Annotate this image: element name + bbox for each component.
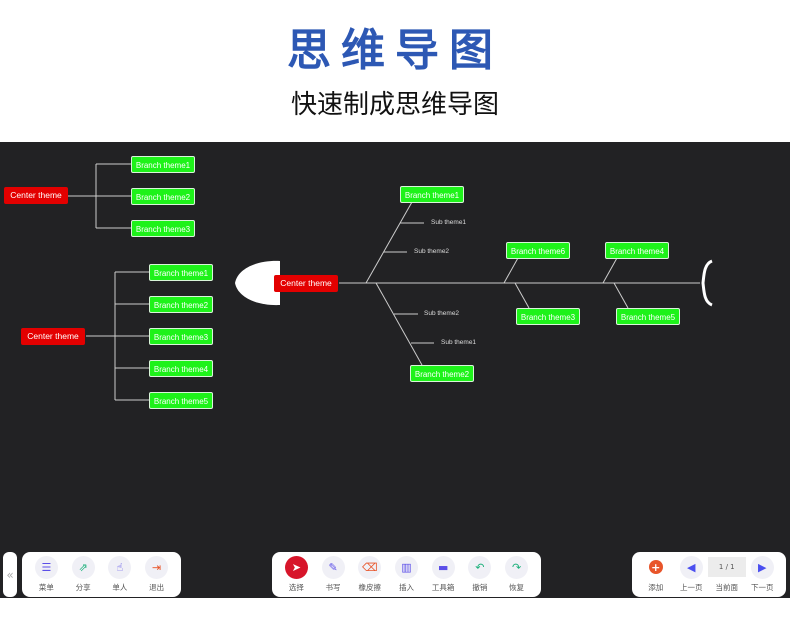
pen-icon: ✎ [321, 556, 345, 579]
branch-node[interactable]: Branch theme3 [516, 308, 580, 325]
insert-button[interactable]: ▥插入 [389, 556, 423, 593]
branch-node[interactable]: Branch theme1 [131, 156, 195, 173]
add-icon: + [648, 560, 663, 574]
pen-button[interactable]: ✎书写 [316, 556, 350, 593]
branch-node[interactable]: Branch theme4 [149, 360, 213, 377]
single-user-button[interactable]: ☝单人 [103, 556, 137, 593]
branch-node[interactable]: Branch theme6 [506, 242, 570, 259]
branch-node[interactable]: Branch theme3 [149, 328, 213, 345]
left-toolbar: ☰菜单 ⇗分享 ☝单人 ⇥退出 [22, 552, 181, 597]
collapse-toolbar-button[interactable]: « [3, 552, 17, 597]
branch-node[interactable]: Branch theme2 [410, 365, 474, 382]
sub-node[interactable]: Sub theme1 [431, 219, 467, 226]
branch-node[interactable]: Branch theme5 [149, 392, 213, 409]
share-button[interactable]: ⇗分享 [66, 556, 100, 593]
toolbox-icon: ▬ [431, 556, 455, 579]
center-node[interactable]: Center theme [274, 275, 338, 292]
prev-page-button[interactable]: ◀上一页 [674, 556, 708, 593]
eraser-button[interactable]: ⌫橡皮擦 [353, 556, 387, 593]
fish-head [235, 260, 280, 306]
connector-lines [67, 163, 713, 401]
sub-node[interactable]: Sub theme2 [424, 310, 460, 317]
branch-node[interactable]: Branch theme2 [149, 296, 213, 313]
whiteboard-canvas[interactable]: Center theme Branch theme1 Branch theme2… [0, 142, 790, 598]
toolbox-button[interactable]: ▬工具箱 [426, 556, 460, 593]
branch-node[interactable]: Branch theme4 [605, 242, 669, 259]
next-page-button[interactable]: ▶下一页 [745, 556, 779, 593]
eraser-icon: ⌫ [358, 556, 382, 579]
add-page-button[interactable]: +添加 [648, 560, 664, 592]
exit-button[interactable]: ⇥退出 [140, 556, 174, 593]
list-icon: ☰ [34, 556, 58, 579]
fish-tail [701, 259, 713, 307]
undo-button[interactable]: ↶撤销 [463, 556, 497, 593]
redo-icon: ↷ [505, 556, 529, 579]
redo-button[interactable]: ↷恢复 [500, 556, 534, 593]
hand-icon: ☝ [108, 556, 132, 579]
undo-icon: ↶ [468, 556, 492, 579]
chevron-right-icon: ▶ [750, 556, 774, 579]
share-icon: ⇗ [71, 556, 95, 579]
branch-node[interactable]: Branch theme1 [149, 264, 213, 281]
branch-node[interactable]: Branch theme3 [131, 220, 195, 237]
tools-toolbar: ➤选择 ✎书写 ⌫橡皮擦 ▥插入 ▬工具箱 ↶撤销 ↷恢复 [272, 552, 541, 597]
sub-node[interactable]: Sub theme2 [414, 248, 450, 255]
insert-icon: ▥ [394, 556, 418, 579]
center-node[interactable]: Center theme [4, 187, 68, 204]
branch-node[interactable]: Branch theme5 [616, 308, 680, 325]
page-subtitle: 快速制成思维导图 [290, 90, 499, 120]
chevron-left-icon: ◀ [679, 556, 703, 579]
menu-button[interactable]: ☰菜单 [29, 556, 63, 593]
branch-node[interactable]: Branch theme2 [131, 188, 195, 205]
exit-icon: ⇥ [145, 556, 169, 579]
select-button[interactable]: ➤选择 [279, 556, 313, 593]
center-node[interactable]: Center theme [21, 328, 85, 345]
cursor-icon: ➤ [284, 556, 308, 579]
branch-node[interactable]: Branch theme1 [400, 186, 464, 203]
sub-node[interactable]: Sub theme1 [441, 339, 477, 346]
page-indicator: 1 / 1 [707, 557, 746, 577]
page-title: 思维导图 [287, 25, 503, 76]
